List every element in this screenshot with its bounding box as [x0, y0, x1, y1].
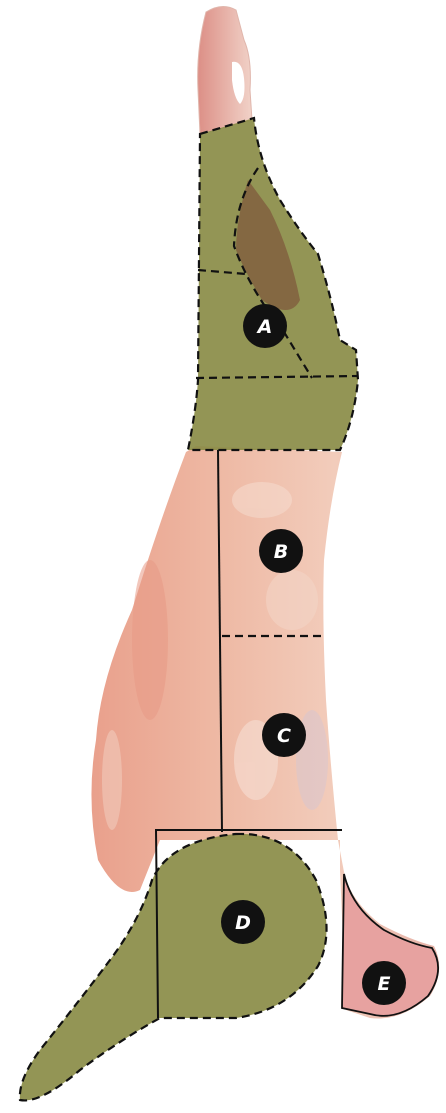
region-d-leg — [20, 834, 327, 1101]
svg-text:A: A — [256, 316, 273, 338]
marker-b: B — [259, 529, 303, 573]
marker-a: A — [243, 304, 287, 348]
hanging-shank — [198, 6, 252, 134]
svg-text:E: E — [378, 973, 391, 995]
svg-text:B: B — [274, 541, 288, 563]
svg-text:C: C — [277, 725, 291, 747]
svg-text:D: D — [235, 912, 251, 934]
marker-e: E — [362, 961, 406, 1005]
marker-c: C — [262, 713, 306, 757]
marker-d: D — [221, 900, 265, 944]
